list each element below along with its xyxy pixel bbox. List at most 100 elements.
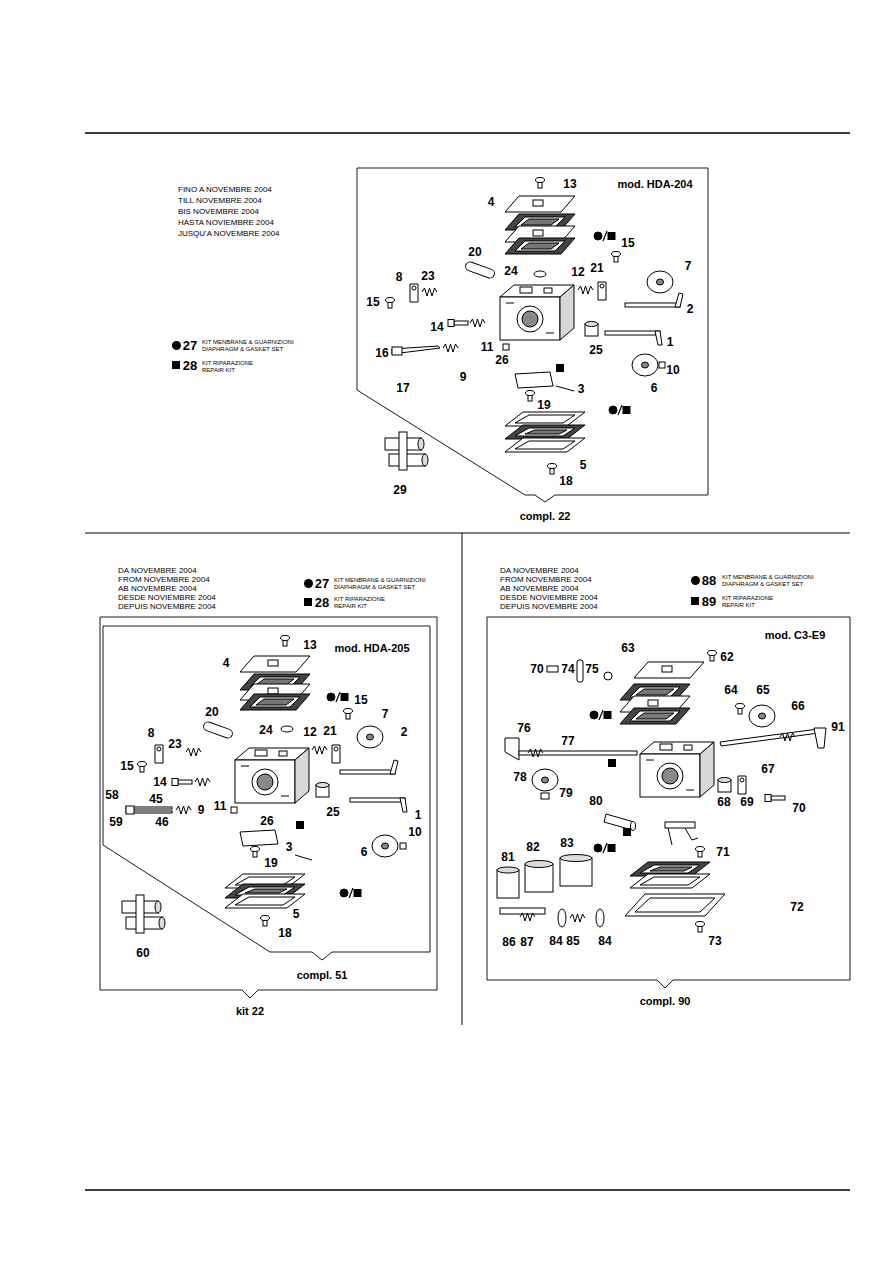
frame-outline: [100, 617, 437, 998]
carburetor-c3-e9: [635, 898, 715, 912]
carburetor-hda-205: [126, 806, 134, 814]
diaphragm-kit-symbol: [172, 341, 181, 350]
carburetor-hda-204: [503, 344, 509, 350]
callout-number: 10: [408, 826, 421, 838]
carburetor-c3-e9: [577, 660, 583, 682]
legend-text: KIT MENBRANE & GUARNIZIONI DIAPHRAGM & G…: [202, 339, 308, 353]
callout-number: 73: [708, 935, 721, 947]
carburetor-c3-e9: [497, 870, 519, 898]
callout-number: 70: [530, 663, 543, 675]
carburetor-hda-204: [464, 261, 495, 280]
callout-number: 81: [501, 851, 514, 863]
frame-outline: [357, 168, 708, 502]
callout-number: 83: [560, 837, 573, 849]
callout-number: 15: [366, 296, 379, 308]
carburetor-hda-205: [327, 692, 348, 702]
callout-number: 7: [382, 708, 389, 720]
validity-note: BIS NOVEMBRE 2004: [178, 208, 259, 216]
validity-note: DA NOVEMBRE 2004: [500, 567, 579, 575]
carburetor-c3-e9: [630, 874, 710, 888]
carburetor-hda-205: [202, 721, 233, 740]
carburetor-hda-204: [536, 178, 545, 189]
carburetor-hda-204: [505, 425, 585, 439]
carburetor-hda-204: [526, 391, 535, 402]
carburetor-hda-205: [357, 726, 383, 748]
callout-number: 65: [756, 684, 769, 696]
callout-number: 9: [198, 804, 205, 816]
repair-kit-symbol: [172, 361, 180, 369]
callout-number: 66: [791, 700, 804, 712]
callout-number: 86: [502, 936, 515, 948]
callout-number: 12: [303, 726, 316, 738]
carburetor-c3-e9: [532, 769, 558, 791]
callout-number: 12: [571, 266, 584, 278]
carburetor-hda-204: [500, 285, 574, 340]
carburetor-hda-204: [392, 347, 402, 355]
repair-kit-symbol: [304, 598, 312, 606]
carburetor-c3-e9: [525, 864, 553, 892]
carburetor-hda-205: [186, 748, 201, 756]
carburetor-c3-e9: [685, 828, 698, 840]
carburetor-hda-204: [392, 346, 440, 354]
rule-line: [85, 132, 850, 134]
validity-note: FINO A NOVEMBRE 2004: [178, 186, 272, 194]
carburetor-c3-e9: [620, 708, 690, 724]
carburetor-hda-205: [155, 745, 163, 763]
assembly-number: compl. 90: [640, 996, 691, 1007]
carburetor-hda-204: [534, 271, 546, 277]
callout-number: 24: [504, 265, 517, 277]
callout-number: 17: [396, 382, 409, 394]
callout-number: 15: [120, 760, 133, 772]
callout-number: 15: [354, 694, 367, 706]
carburetor-hda-204: [410, 284, 418, 302]
carburetor-c3-e9: [631, 822, 636, 831]
carburetor-hda-205: [176, 806, 191, 814]
callout-number: 20: [468, 246, 481, 258]
carburetor-c3-e9: [665, 822, 695, 828]
carburetor-hda-204: [605, 331, 660, 335]
carburetor-c3-e9: [780, 733, 795, 741]
carburetor-hda-205: [340, 760, 398, 774]
callout-number: 2: [401, 726, 408, 738]
diaphragm-kit-symbol: [691, 576, 700, 585]
carburetor-hda-205: [372, 835, 398, 857]
kit-number: 28: [183, 359, 197, 372]
callout-number: 13: [303, 639, 316, 651]
assembly-number: compl. 22: [520, 511, 571, 522]
carburetor-hda-204: [556, 386, 574, 391]
carburetor-hda-205: [340, 888, 361, 898]
carburetor-hda-204: [557, 365, 564, 372]
callout-number: 4: [488, 196, 495, 208]
carburetor-c3-e9: [814, 728, 826, 748]
panel-frame: mod. HDA-204compl. 22: [357, 168, 708, 503]
carburetor-c3-e9: [497, 867, 519, 873]
callout-number: 84: [549, 935, 562, 947]
validity-note: FROM NOVEMBRE 2004: [500, 576, 592, 584]
callout-number: 1: [415, 809, 422, 821]
carburetor-hda-204: [505, 412, 585, 426]
callout-number: 77: [561, 735, 574, 747]
callout-number: 8: [396, 271, 403, 283]
carburetor-c3-e9: [560, 858, 592, 886]
callout-number: 60: [136, 947, 149, 959]
callout-number: 75: [585, 663, 598, 675]
callout-number: 82: [526, 841, 539, 853]
carburetor-hda-204: [625, 293, 683, 307]
carburetor-c3-e9: [604, 814, 634, 830]
carburetor-c3-e9: [640, 742, 714, 797]
carburetor-c3-e9: [558, 909, 566, 927]
validity-note: AB NOVEMBRE 2004: [118, 585, 197, 593]
carburetor-c3-e9: [609, 760, 616, 767]
callout-number: 19: [537, 399, 550, 411]
carburetor-hda-205: [225, 894, 305, 908]
carburetor-c3-e9: [634, 662, 704, 678]
callout-number: 23: [168, 738, 181, 750]
carburetor-hda-204: [632, 354, 658, 376]
repair-kit-symbol: [691, 597, 699, 605]
callout-number: 63: [621, 642, 634, 654]
carburetor-hda-204: [386, 298, 395, 309]
carburetor-c3-e9: [596, 909, 604, 927]
carburetor-hda-204: [594, 231, 615, 241]
callout-number: 79: [559, 787, 572, 799]
